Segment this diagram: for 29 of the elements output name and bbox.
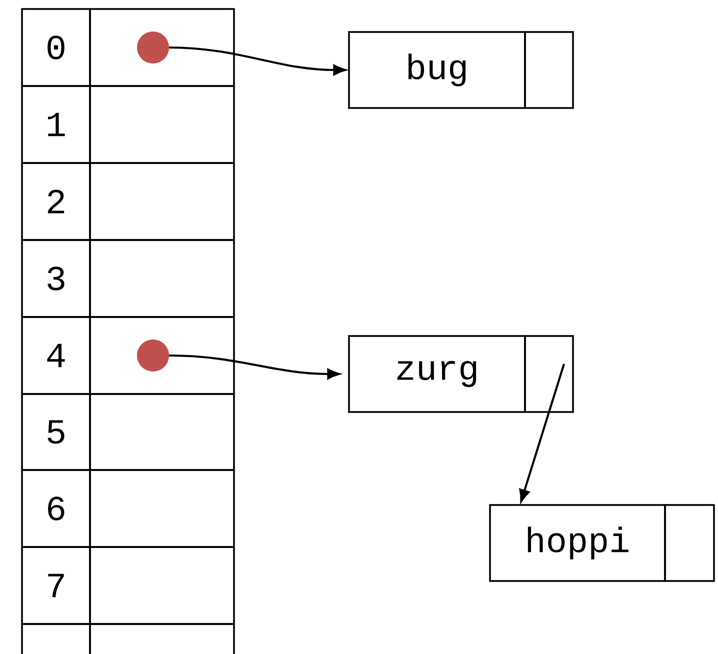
index-cell: 2 — [21, 162, 91, 241]
arrow — [168, 46, 346, 76]
pointer-slot — [524, 335, 574, 413]
table-cell — [89, 162, 235, 241]
table-cell — [89, 546, 235, 625]
record-box: bug — [348, 31, 526, 109]
table-cell — [89, 316, 235, 395]
table-cell — [21, 623, 91, 654]
pointer-slot — [524, 31, 574, 109]
table-cell — [89, 469, 235, 548]
record-box: zurg — [348, 335, 526, 413]
pointer-dot — [137, 32, 169, 64]
table-cell — [89, 623, 235, 654]
index-cell: 1 — [21, 85, 91, 164]
index-cell: 6 — [21, 469, 91, 548]
index-cell: 0 — [21, 8, 91, 87]
index-cell: 3 — [21, 239, 91, 318]
table-cell — [89, 393, 235, 471]
table-cell — [89, 239, 235, 318]
table-cell — [89, 85, 235, 164]
arrow — [168, 354, 340, 380]
pointer-slot — [664, 504, 715, 582]
index-cell: 5 — [21, 393, 91, 471]
index-cell: 4 — [21, 316, 91, 395]
record-box: hoppi — [489, 504, 666, 582]
pointer-dot — [137, 340, 169, 372]
arrow — [519, 364, 565, 502]
table-cell — [89, 8, 235, 87]
index-cell: 7 — [21, 546, 91, 625]
